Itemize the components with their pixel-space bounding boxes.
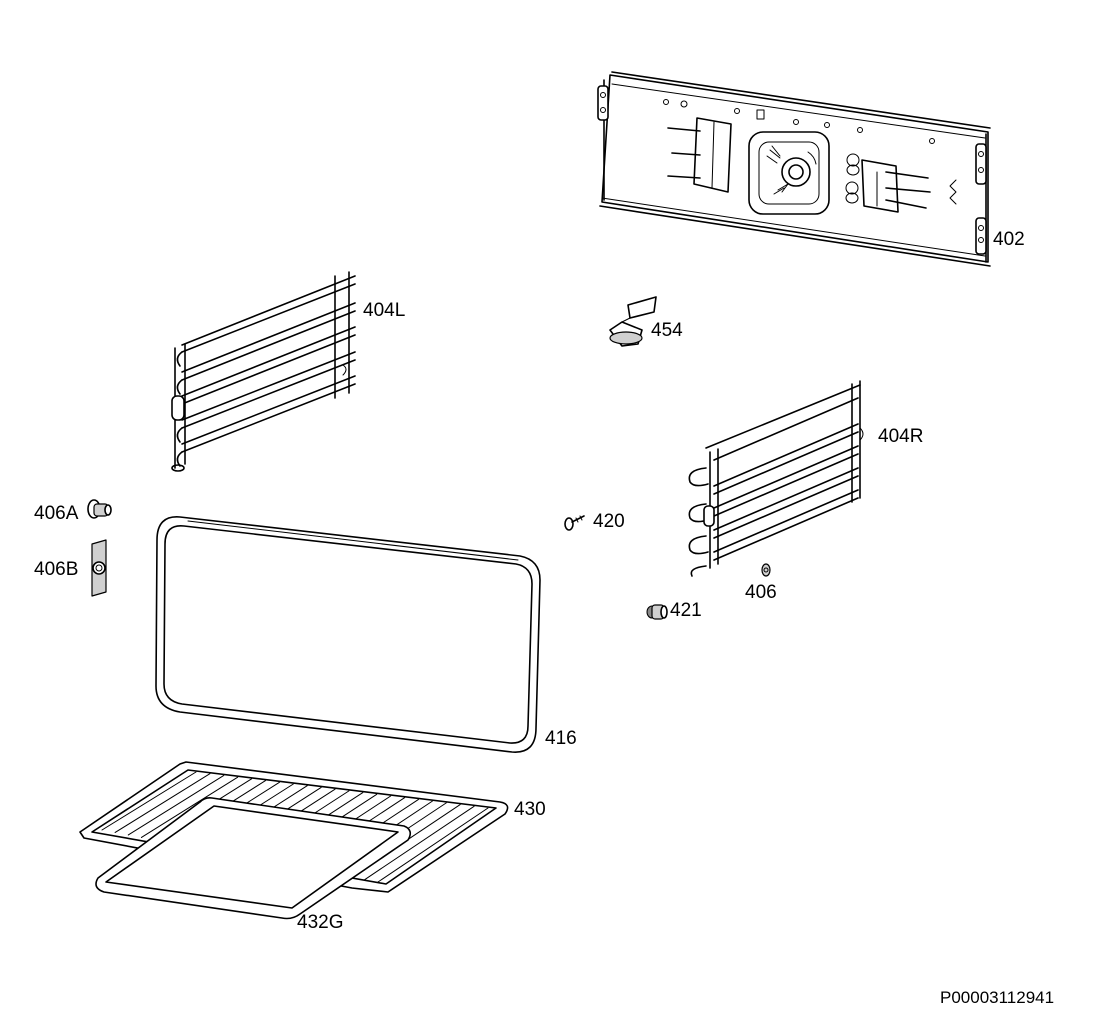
part-420-screw [564, 515, 585, 531]
part-402-rear-panel [597, 71, 991, 267]
part-404r-right-runner [688, 380, 864, 577]
part-406-clip [761, 563, 771, 577]
shelf-wire [364, 805, 475, 881]
part-406b-bracket [91, 539, 107, 597]
part-432g-tray [95, 797, 412, 920]
shelf-wire [140, 776, 239, 838]
label-430: 430 [514, 799, 546, 820]
shelf-wire [114, 773, 211, 833]
label-404l: 404L [363, 300, 405, 321]
shelf-wire [101, 771, 197, 831]
label-421: 421 [670, 600, 702, 621]
label-402: 402 [993, 229, 1025, 250]
label-420: 420 [593, 511, 625, 532]
label-406b: 406B [34, 559, 78, 580]
part-421-bushing [646, 604, 668, 620]
label-432g: 432G [297, 912, 343, 933]
part-404l-left-runner [171, 271, 356, 472]
label-416: 416 [545, 728, 577, 749]
label-406: 406 [745, 582, 777, 603]
label-404r: 404R [878, 426, 923, 447]
part-454-lamp-cover [609, 296, 657, 347]
shelf-wire [377, 807, 489, 883]
shelf-wire [127, 774, 225, 836]
part-416-door-seal [155, 516, 541, 753]
part-406a-plug [87, 499, 112, 519]
document-id: P00003112941 [940, 988, 1054, 1007]
label-406a: 406A [34, 503, 79, 524]
label-454: 454 [651, 320, 683, 341]
